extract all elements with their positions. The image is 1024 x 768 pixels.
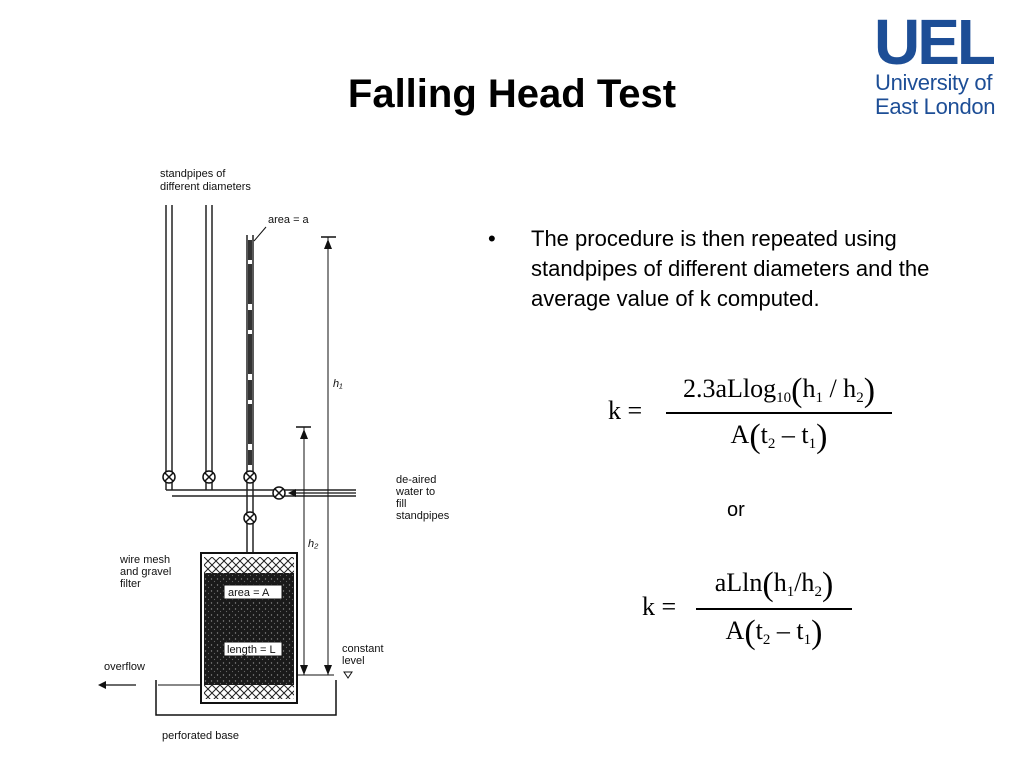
label-perforated-base: perforated base (162, 730, 239, 742)
equation-1: k = 2.3aLlog10(h1 / h2) A(t2 – t1) (608, 372, 898, 462)
overflow-tank (155, 680, 337, 716)
label-area-a: area = a (268, 214, 310, 226)
slide-title: Falling Head Test (347, 72, 677, 116)
equation-2-lhs: k = (642, 592, 677, 621)
equation-2-denominator: A(t2 – t1) (725, 614, 823, 651)
equation-2: k = aLln(h1/h2) A(t2 – t1) (642, 566, 862, 658)
bullet-text: The procedure is then repeated using sta… (531, 226, 930, 311)
uel-logo-mark: UEL (874, 10, 998, 70)
equation-2-numerator: aLln(h1/h2) (714, 566, 834, 603)
valves (162, 470, 286, 525)
bottom-filter (204, 685, 294, 699)
top-filter (204, 557, 294, 573)
equation-1-fraction-bar (666, 412, 892, 414)
uel-logo-letters: UEL (874, 10, 995, 70)
uel-logo: UEL University of East London (872, 10, 1017, 125)
logo-line-1: University of (875, 70, 993, 95)
label-area-A: area = A (228, 587, 270, 599)
bullet-marker: • (488, 226, 496, 251)
label-h1: h₁ (333, 378, 343, 390)
equation-1-numerator: 2.3aLlog10(h1 / h2) (682, 372, 876, 409)
label-h2: h₂ (308, 538, 319, 550)
standpipes (165, 205, 254, 465)
equation-2-fraction-bar (696, 608, 852, 610)
logo-line-2: East London (875, 94, 996, 119)
or-connector: or (727, 499, 745, 521)
equation-1-denominator: A(t2 – t1) (730, 418, 828, 455)
equation-1-lhs: k = (608, 396, 643, 425)
label-length: length = L (227, 644, 276, 656)
label-overflow: overflow (104, 661, 145, 673)
